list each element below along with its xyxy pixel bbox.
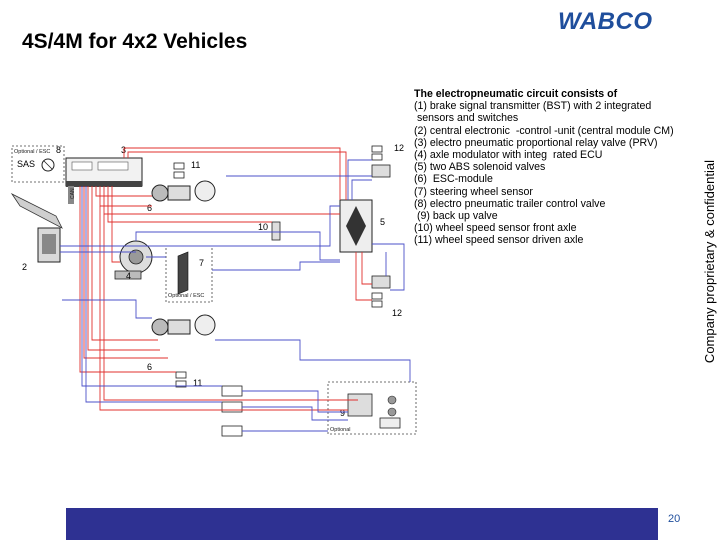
wheel-sensor-icon-b — [221, 401, 243, 413]
component-label-5: 5 — [380, 217, 385, 227]
trailer-valve-icon — [379, 417, 401, 429]
circuit-item-1-cont: sensors and switches — [414, 112, 519, 125]
optional-esc-box-7 — [165, 245, 213, 303]
circuit-item-11: (11) wheel speed sensor driven axle — [414, 234, 584, 247]
page-number: 20 — [668, 513, 681, 525]
brake-chamber-icon-front — [194, 180, 216, 202]
esc-module-icon-rear — [151, 318, 169, 336]
wabco-logo: WABCO — [558, 8, 653, 35]
optional-box-9 — [327, 381, 417, 435]
sas-label: SAS — [17, 159, 35, 169]
circuit-item-9: (9) back up valve — [414, 210, 498, 223]
can-connector-icon — [68, 186, 74, 204]
component-label-4: 4 — [126, 271, 131, 281]
wheel-sensor-icon-a — [221, 385, 243, 397]
steering-wheel-sensor-icon — [41, 158, 55, 172]
circuit-item-4: (4) axle modulator with integ rated ECU — [414, 149, 603, 162]
optional-esc-label-sas: Optional / ESC — [14, 149, 50, 155]
brake-chamber-icon-rear — [194, 314, 216, 336]
component-label-12-bottom: 12 — [392, 308, 402, 318]
circuit-item-6: (6) ESC-module — [414, 173, 493, 186]
circuit-heading: The electropneumatic circuit consists of — [414, 88, 618, 100]
circuit-item-5: (5) two ABS solenoid valves — [414, 161, 546, 174]
optional-esc-box-sas — [11, 145, 65, 183]
component-label-8: 8 — [56, 145, 61, 155]
component-label-11-rear: 11 — [193, 378, 202, 388]
circuit-item-7: (7) steering wheel sensor — [414, 185, 533, 198]
component-label-3: 3 — [121, 145, 126, 155]
component-label-6-front: 6 — [147, 203, 152, 213]
brake-pedal-icon — [10, 192, 63, 229]
slide-title: 4S/4M for 4x2 Vehicles — [22, 30, 248, 53]
optional-esc-label-7: Optional / ESC — [168, 293, 204, 299]
wiring-red — [79, 147, 372, 411]
optional-label: Optional — [330, 427, 351, 433]
solenoid-valve-icon-bottom — [371, 275, 391, 289]
component-label-6-rear: 6 — [147, 362, 152, 372]
circuit-item-2: (2) central electronic -control -unit (c… — [414, 124, 674, 137]
circuit-diagram: Optional / ESC SAS CAN 8 3 2 6 11 4 7 Op… — [10, 143, 417, 437]
circuit-item-1: (1) brake signal transmitter (BST) with … — [414, 100, 652, 113]
component-label-7: 7 — [199, 258, 204, 268]
circuit-description: The electropneumatic circuit consists of… — [414, 88, 714, 247]
component-label-11-front: 11 — [191, 160, 200, 170]
circuit-item-3: (3) electro pneumatic proportional relay… — [414, 136, 658, 149]
component-label-12-top: 12 — [394, 143, 404, 153]
component-label-10: 10 — [258, 222, 268, 232]
component-label-9: 9 — [340, 408, 345, 418]
wheel-speed-sensor-icon-front — [173, 162, 185, 170]
circuit-item-10: (10) wheel speed sensor front axle — [414, 222, 577, 235]
wheel-speed-sensor-icon-rear — [175, 371, 187, 379]
speed-sensor-icon-10 — [271, 221, 281, 241]
wheel-sensor-icon-c — [221, 425, 243, 437]
esc-module-icon-front — [151, 184, 169, 202]
back-up-valve-icon — [347, 393, 373, 417]
steering-sensor-module-icon — [177, 251, 189, 295]
footer-bar — [66, 508, 658, 540]
component-label-2: 2 — [22, 262, 27, 272]
wiring-blue — [60, 159, 411, 432]
can-label: CAN — [70, 188, 76, 199]
solenoid-valve-icon-top — [371, 145, 383, 153]
circuit-item-8: (8) electro pneumatic trailer control va… — [414, 197, 606, 210]
